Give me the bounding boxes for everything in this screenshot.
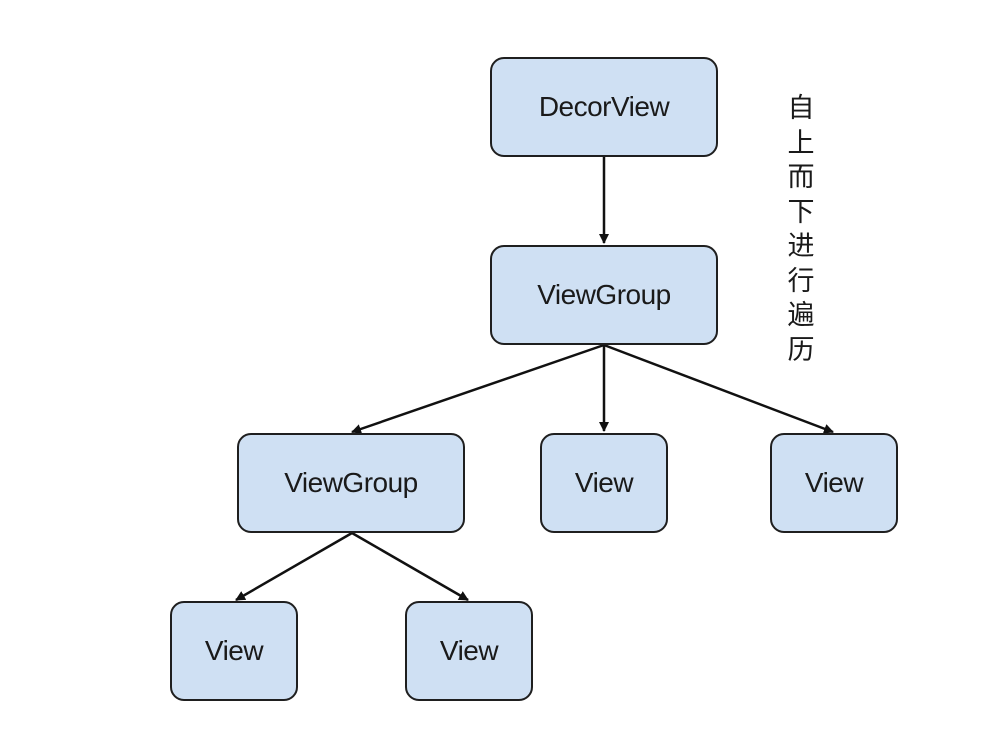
traversal-note-char: 而 xyxy=(787,162,815,193)
node-view-leaf-right: View xyxy=(405,601,533,701)
node-view-leaf-right-label: View xyxy=(439,635,499,666)
node-view-middle: View xyxy=(540,433,668,533)
traversal-note-char: 历 xyxy=(787,334,815,366)
node-view-leaf-left-label: View xyxy=(204,635,264,666)
node-viewgroup-child: ViewGroup xyxy=(237,433,465,533)
traversal-note: 自 上 而 下 进 行 遍 历 xyxy=(784,92,818,368)
traversal-note-char: 上 xyxy=(787,127,815,159)
node-viewgroup-root-label: ViewGroup xyxy=(537,279,671,310)
edge-viewgroup-to-child-viewgroup xyxy=(351,343,605,434)
traversal-note-char: 自 xyxy=(787,93,815,124)
node-view-middle-label: View xyxy=(574,467,634,498)
traversal-note-char: 遍 xyxy=(787,300,815,331)
traversal-note-char: 行 xyxy=(787,265,815,297)
node-view-leaf-left: View xyxy=(170,601,298,701)
node-viewgroup-root: ViewGroup xyxy=(490,245,718,345)
edge-child-viewgroup-to-leaf-left xyxy=(235,531,353,602)
node-view-right-label: View xyxy=(804,467,864,498)
traversal-note-char: 进 xyxy=(787,231,815,262)
node-view-right: View xyxy=(770,433,898,533)
traversal-note-char: 下 xyxy=(787,196,815,228)
edge-child-viewgroup-to-leaf-right xyxy=(351,531,469,602)
node-decorview-label: DecorView xyxy=(538,91,670,122)
node-viewgroup-child-label: ViewGroup xyxy=(284,467,418,498)
node-decorview: DecorView xyxy=(490,57,718,157)
edge-viewgroup-to-view-right xyxy=(603,343,834,434)
